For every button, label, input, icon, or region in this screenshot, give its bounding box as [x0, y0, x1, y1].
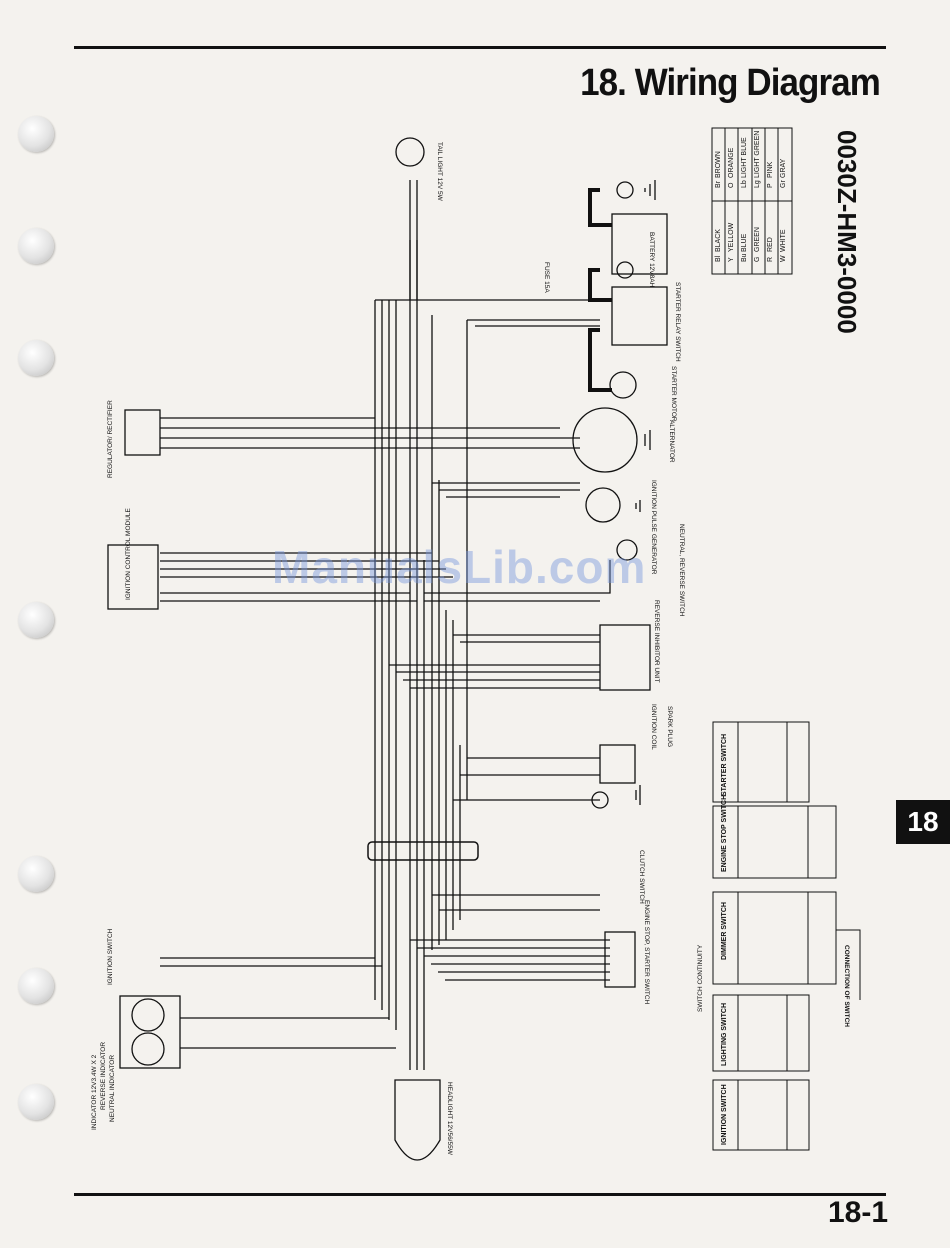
legend-code: Bl	[715, 255, 722, 262]
legend-code: O	[728, 182, 735, 188]
label-clutch-switch: CLUTCH SWITCH	[638, 850, 645, 904]
legend-code: W	[780, 255, 787, 262]
label-neutral-indicator: NEUTRAL INDICATOR	[109, 1055, 116, 1122]
binder-hole	[18, 340, 54, 376]
page-title: 18. Wiring Diagram	[580, 62, 881, 104]
label-icm: IGNITION CONTROL MODULE	[125, 507, 132, 600]
label-fuse: FUSE 15A	[543, 262, 550, 293]
legend-name: LIGHT GREEN	[754, 131, 761, 178]
legend-name: BLACK	[715, 229, 722, 252]
legend-name: RED	[767, 237, 774, 252]
top-rule	[74, 46, 886, 49]
label-ignition-switch: IGNITION SWITCH	[107, 928, 114, 985]
legend-code: G	[754, 257, 761, 262]
label-starter-motor: STARTER MOTOR	[670, 366, 677, 422]
section-tab: 18	[896, 800, 950, 844]
ignition-switch-title: IGNITION SWITCH	[721, 1084, 728, 1145]
legend-name: PINK	[767, 161, 774, 178]
label-ignition-coil: IGNITION COIL	[650, 704, 657, 750]
diagram-code: 0030Z-HM3-0000	[832, 130, 862, 334]
legend-code: Br	[715, 180, 722, 188]
label-tail-light: TAIL LIGHT 12V 5W	[436, 142, 443, 202]
binder-hole	[18, 228, 54, 264]
lighting-switch-title: LIGHTING SWITCH	[721, 1003, 728, 1066]
label-reverse-indicator: REVERSE INDICATOR	[100, 1042, 107, 1110]
label-alternator: ALTERNATOR	[668, 420, 675, 463]
dimmer-switch-title: DIMMER SWITCH	[721, 902, 728, 960]
legend-code: R	[767, 257, 774, 262]
label-indicator: INDICATOR 12V3.4W X 2	[91, 1054, 98, 1130]
binder-hole	[18, 968, 54, 1004]
legend-name: GREEN	[754, 227, 761, 252]
legend-name: ORANGE	[728, 147, 735, 178]
legend-name: LIGHT BLUE	[741, 137, 748, 178]
engine-stop-switch-title: ENGINE STOP SWITCH	[721, 795, 728, 872]
legend-code: P	[767, 183, 774, 188]
label-starter-relay: STARTER RELAY SWITCH	[674, 282, 681, 362]
legend-code: Bu	[741, 253, 748, 262]
label-connection-of-switch: CONNECTION OF SWITCH	[843, 945, 850, 1027]
binder-hole	[18, 1084, 54, 1120]
label-switch-continuity: SWITCH CONTINUITY	[697, 944, 704, 1012]
page-number: 18-1	[827, 1196, 888, 1229]
label-reverse-inhibitor: REVERSE INHIBITOR UNIT	[653, 600, 660, 683]
label-spark-plug: SPARK PLUG	[666, 706, 673, 747]
binder-hole	[18, 856, 54, 892]
label-regulator: REGULATOR/ RECTIFIER	[107, 400, 114, 478]
label-neutral-reverse: NEUTRAL, REVERSE SWITCH	[678, 524, 685, 617]
legend-code: Y	[728, 257, 735, 262]
label-battery: BATTERY 12V8AH	[648, 232, 655, 288]
legend-name: GRAY	[780, 158, 787, 178]
label-headlight: HEADLIGHT 12V56/55W	[446, 1082, 453, 1156]
legend-name: BLUE	[741, 233, 748, 252]
legend-name: YELLOW	[728, 222, 735, 252]
label-pulse-generator: IGNITION PULSE GENERATOR	[650, 480, 657, 575]
legend-code: Lg	[754, 180, 761, 188]
legend-code: Gr	[780, 180, 787, 188]
legend-name: WHITE	[780, 229, 787, 252]
label-engine-stop-starter: ENGINE STOP, STARTER SWITCH	[643, 900, 650, 1005]
legend-name: BROWN	[715, 151, 722, 178]
bottom-rule	[74, 1193, 886, 1196]
binder-hole	[18, 602, 54, 638]
starter-switch-title: STARTER SWITCH	[721, 734, 728, 796]
binder-hole	[18, 116, 54, 152]
legend-code: Lb	[741, 180, 748, 188]
